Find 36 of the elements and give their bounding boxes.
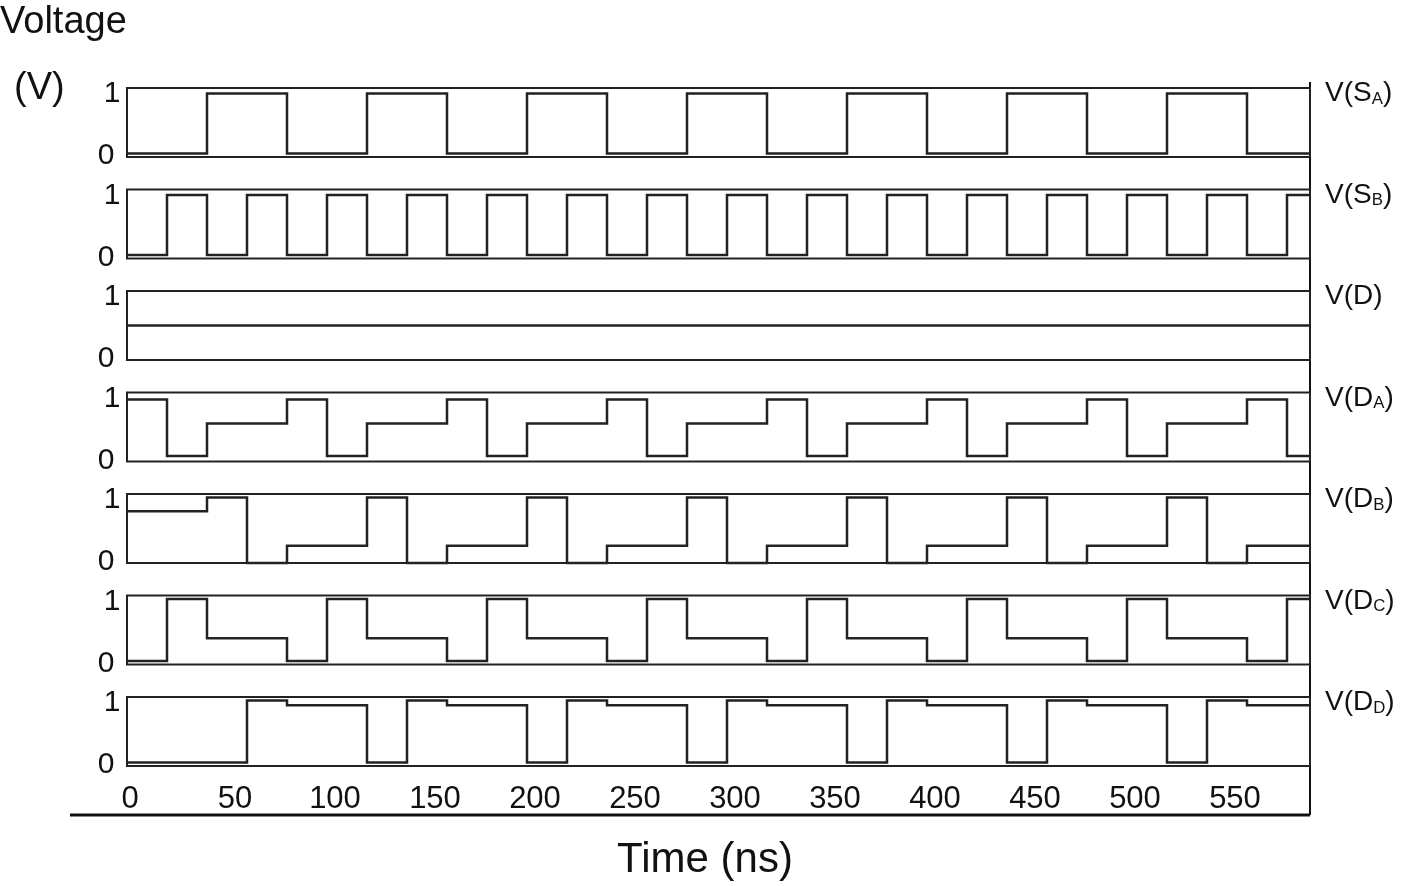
tick-label: 150 <box>409 781 461 813</box>
signal-name: V(D$_{C}$) <box>1325 585 1395 614</box>
tick-label: 50 <box>217 781 253 813</box>
tick-label: 1 <box>103 483 121 513</box>
tick-label: 0 <box>97 748 115 778</box>
tick-label: 400 <box>909 781 961 813</box>
tick-label: 250 <box>609 781 661 813</box>
tick-label: 300 <box>709 781 761 813</box>
tick-label: 1 <box>103 178 121 209</box>
signal-name: V(D$_{D}$) <box>1325 687 1395 715</box>
axis-title: Voltage <box>0 1 127 39</box>
tick-label: 1 <box>103 77 121 107</box>
tick-label: 550 <box>1209 781 1261 813</box>
axis-title: Time (ns) <box>617 837 793 879</box>
tick-label: 1 <box>103 280 121 310</box>
tick-label: 0 <box>97 443 115 474</box>
tick-label: 1 <box>103 686 121 716</box>
axis-unit: (V) <box>14 67 65 105</box>
tick-label: 350 <box>809 781 861 813</box>
signal-name: V(S$_{B}$) <box>1325 179 1393 208</box>
tick-label: 1 <box>103 381 121 412</box>
tick-label: 0 <box>97 342 115 372</box>
tick-label: 100 <box>309 781 361 813</box>
tick-label: 0 <box>97 646 115 677</box>
signal-name: V(S$_{A}$) <box>1325 78 1393 106</box>
tick-label: 0 <box>121 781 139 813</box>
signal-name: V(D$_{A}$) <box>1325 382 1394 411</box>
tick-label: 200 <box>509 781 561 813</box>
tick-label: 0 <box>97 545 115 575</box>
tick-label: 0 <box>97 240 115 271</box>
tick-label: 1 <box>103 584 121 615</box>
signal-name: V(D) <box>1325 281 1383 309</box>
tick-label: 500 <box>1109 781 1161 813</box>
tick-label: 450 <box>1009 781 1061 813</box>
tick-label: 0 <box>97 139 115 169</box>
signal-name: V(D$_{B}$) <box>1325 484 1394 512</box>
